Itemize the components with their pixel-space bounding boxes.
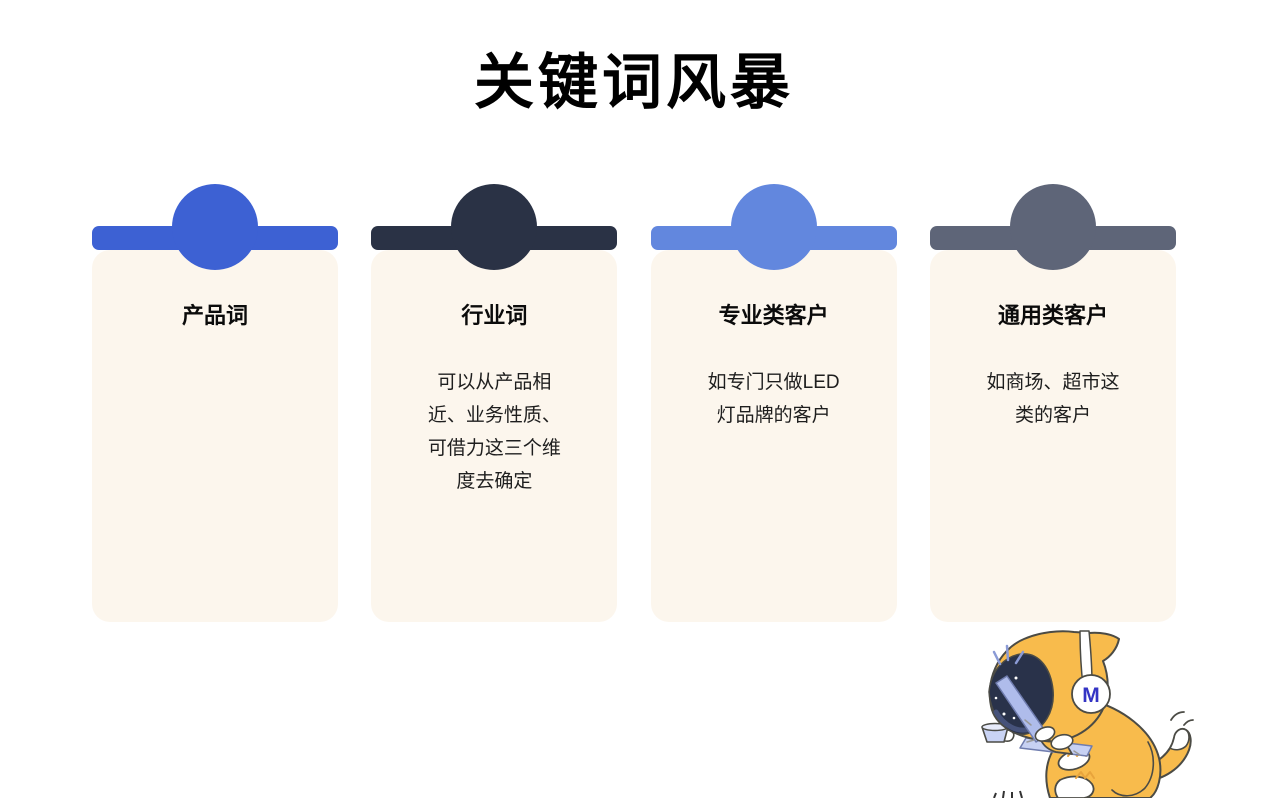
card-product-words: 产品词 [92, 184, 338, 622]
card-panel: 产品词 [92, 250, 338, 622]
card-accent-circle [1009, 184, 1096, 270]
card-industry-words: 行业词 可以从产品相 近、业务性质、 可借力这三个维 度去确定 [371, 184, 618, 622]
card-panel: 行业词 可以从产品相 近、业务性质、 可借力这三个维 度去确定 [371, 250, 618, 622]
card-title: 专业类客户 [718, 303, 829, 328]
mascot-cat-illustration: M [952, 630, 1218, 798]
card-accent-circle [172, 184, 258, 270]
card-general-customers: 通用类客户 如商场、超市这 类的客户 [929, 184, 1176, 622]
card-title: 产品词 [181, 303, 248, 328]
cards-row: 产品词 行业词 可以从产品相 近、业务性质、 可借力这三个维 度去确定 专业类客… [92, 184, 1176, 622]
card-professional-customers: 专业类客户 如专门只做LED 灯品牌的客户 [650, 184, 897, 622]
headphone-letter: M [1082, 684, 1100, 707]
card-title: 行业词 [461, 303, 528, 328]
clipped-text-marks [993, 790, 1023, 798]
card-text: 如专门只做LED 灯品牌的客户 [707, 372, 840, 426]
card-panel: 专业类客户 如专门只做LED 灯品牌的客户 [650, 250, 897, 622]
page-title: 关键词风暴 [474, 49, 794, 117]
card-accent-circle [451, 184, 538, 270]
card-panel: 通用类客户 如商场、超市这 类的客户 [929, 250, 1176, 622]
card-accent-circle [730, 184, 817, 270]
card-title: 通用类客户 [997, 303, 1108, 328]
card-text: 如商场、超市这 类的客户 [986, 372, 1120, 426]
card-text: 可以从产品相 近、业务性质、 可借力这三个维 度去确定 [427, 372, 561, 492]
cat-with-headphones-icon: M [981, 630, 1194, 798]
